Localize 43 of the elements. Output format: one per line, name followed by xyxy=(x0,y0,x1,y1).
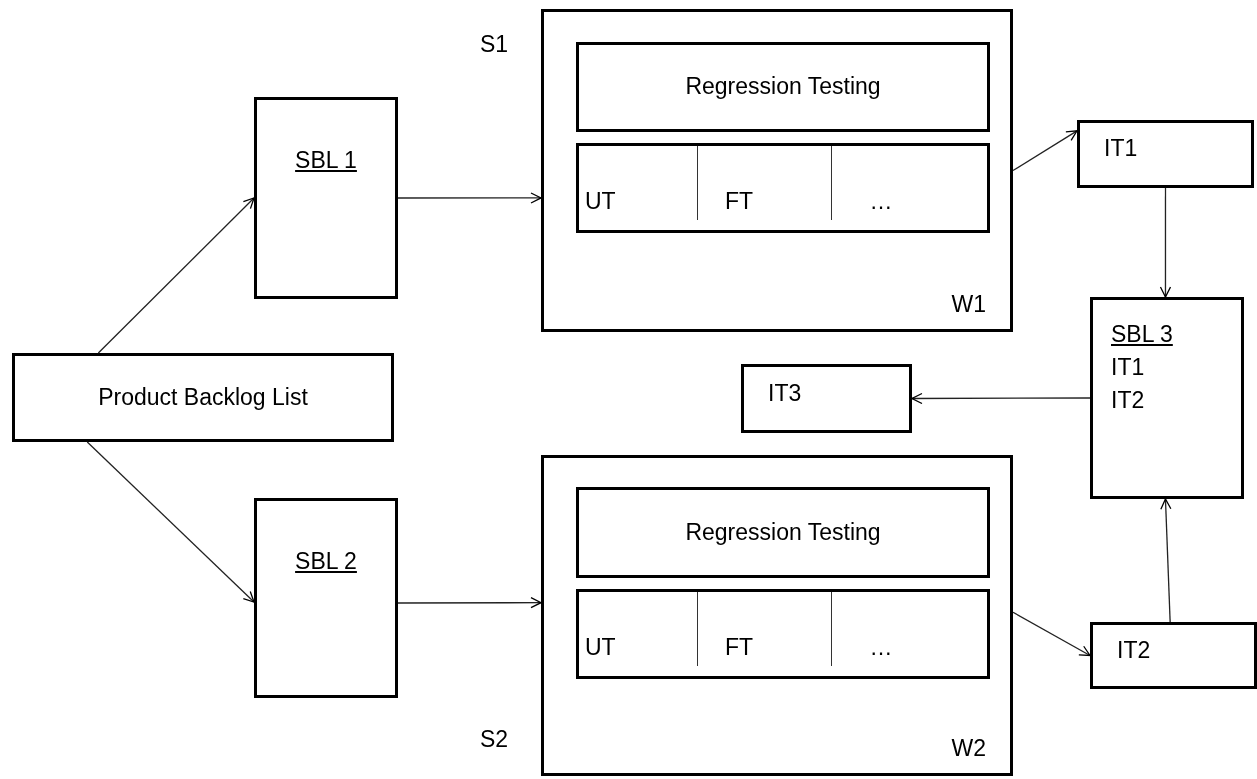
test-type-label: FT xyxy=(723,189,755,215)
test-type-label: UT xyxy=(585,189,616,215)
sprint-frame xyxy=(541,455,1013,776)
arrow xyxy=(1012,130,1078,172)
test-type-label: … xyxy=(868,635,894,661)
arrow xyxy=(911,392,1091,405)
arrow xyxy=(1160,498,1172,623)
box-label: IT1 xyxy=(1104,136,1138,162)
backlog-box xyxy=(1090,297,1244,499)
process-box xyxy=(576,487,990,578)
workflow-label: W2 xyxy=(951,735,986,761)
box-label: SBL 2 xyxy=(294,549,358,575)
box-label: IT2 xyxy=(1117,637,1151,663)
test-type-label: … xyxy=(868,189,894,215)
sprint-frame xyxy=(541,9,1013,332)
arrow xyxy=(1012,611,1091,657)
box-label: IT3 xyxy=(768,380,802,406)
test-row-box xyxy=(576,143,990,233)
backlog-box xyxy=(254,97,398,299)
box-label: Regression Testing xyxy=(684,519,882,545)
workflow-label: W1 xyxy=(951,291,986,317)
arrow xyxy=(397,597,542,609)
sprint-label: S2 xyxy=(480,727,509,753)
arrow xyxy=(86,441,255,603)
item-box xyxy=(1077,120,1254,188)
test-type-label: FT xyxy=(723,635,755,661)
box-label: IT1 xyxy=(1111,355,1145,381)
test-type-label: UT xyxy=(585,635,616,661)
item-box xyxy=(1090,622,1257,689)
process-box xyxy=(576,42,990,132)
box-label: Product Backlog List xyxy=(97,384,309,410)
arrow xyxy=(1159,187,1172,298)
box-label: SBL 1 xyxy=(294,148,358,174)
sprint-label: S1 xyxy=(480,32,509,58)
arrow xyxy=(97,197,255,354)
box-label: SBL 3 xyxy=(1111,322,1173,348)
box-label: IT2 xyxy=(1111,388,1145,414)
backlog-box xyxy=(254,498,398,698)
process-box xyxy=(12,353,394,442)
test-row-box xyxy=(576,589,990,679)
box-label: Regression Testing xyxy=(684,74,882,100)
arrow xyxy=(397,192,542,204)
item-box xyxy=(741,364,912,433)
